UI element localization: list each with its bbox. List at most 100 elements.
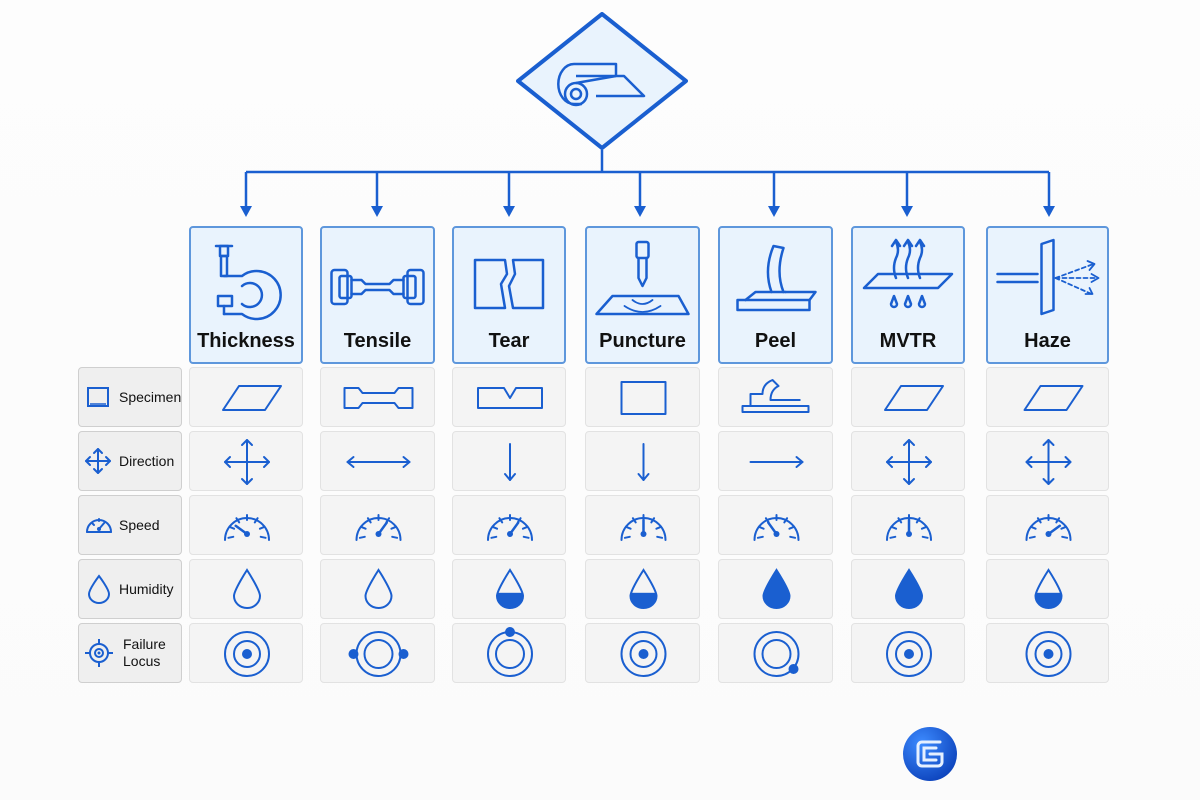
- humidity-droplet-icon: [495, 568, 525, 609]
- square-icon: [87, 387, 109, 407]
- direction-arrow-icon: [1025, 439, 1072, 485]
- cell-failure_locus-peel: [718, 623, 833, 683]
- direction-arrow-icon: [749, 456, 804, 468]
- cell-failure_locus-thickness: [189, 623, 303, 683]
- speed-gauge-icon: [224, 514, 270, 541]
- cell-specimen-tear: [452, 367, 566, 427]
- cell-direction-mvtr: [851, 431, 965, 491]
- cell-speed-thickness: [189, 495, 303, 555]
- cell-specimen-thickness: [189, 367, 303, 427]
- test-label: MVTR: [879, 330, 937, 352]
- cell-speed-tensile: [320, 495, 435, 555]
- humidity-droplet-icon: [629, 568, 658, 609]
- speed-gauge-icon: [753, 514, 800, 541]
- crosshair-target-icon: [85, 639, 113, 667]
- speed-gauge-icon: [487, 514, 533, 541]
- cell-direction-thickness: [189, 431, 303, 491]
- cell-speed-puncture: [585, 495, 700, 555]
- failure-locus-target-icon: [753, 631, 800, 677]
- test-label: Tear: [488, 330, 530, 352]
- row-header-direction: Direction: [78, 431, 182, 491]
- speed-gauge-icon: [886, 514, 932, 541]
- cell-failure_locus-tear: [452, 623, 566, 683]
- humidity-droplet-icon: [1034, 568, 1063, 609]
- specimen-shape-icon: [222, 385, 282, 411]
- test-label: Tensile: [343, 330, 412, 352]
- row-label: Direction: [119, 452, 175, 469]
- cell-speed-peel: [718, 495, 833, 555]
- connector-arrowhead: [634, 206, 646, 217]
- cell-specimen-haze: [986, 367, 1109, 427]
- row-label: Speed: [119, 516, 160, 533]
- humidity-droplet-icon: [894, 568, 924, 609]
- cell-humidity-tensile: [320, 559, 435, 619]
- connector-arrowhead: [503, 206, 515, 217]
- connector-arrowhead: [371, 206, 383, 217]
- cell-humidity-puncture: [585, 559, 700, 619]
- film-roll-icon: [516, 12, 688, 150]
- cell-specimen-tensile: [320, 367, 435, 427]
- row-label: Humidity: [119, 580, 174, 597]
- test-card-thickness: Thickness: [189, 226, 303, 364]
- failure-locus-target-icon: [620, 631, 667, 677]
- test-card-puncture: Puncture: [585, 226, 700, 364]
- cell-direction-tensile: [320, 431, 435, 491]
- test-card-mvtr: MVTR: [851, 226, 965, 364]
- cell-direction-haze: [986, 431, 1109, 491]
- cell-humidity-haze: [986, 559, 1109, 619]
- row-label: Specimen: [119, 388, 182, 405]
- cell-humidity-peel: [718, 559, 833, 619]
- row-header-speed: Speed: [78, 495, 182, 555]
- row-header-humidity: Humidity: [78, 559, 182, 619]
- peel-layer-icon: [736, 244, 817, 312]
- failure-locus-target-icon: [487, 627, 533, 677]
- specimen-shape-icon: [884, 385, 944, 411]
- direction-arrow-icon: [224, 439, 270, 485]
- four-way-arrow-icon: [85, 448, 111, 474]
- direction-arrow-icon: [346, 456, 411, 468]
- test-card-tensile: Tensile: [320, 226, 435, 364]
- humidity-droplet-icon: [364, 568, 393, 609]
- g-logo-icon: [903, 727, 957, 781]
- humidity-droplet-icon: [762, 568, 791, 609]
- speedometer-icon: [86, 518, 112, 533]
- connector-arrowhead: [1043, 206, 1055, 217]
- cell-direction-peel: [718, 431, 833, 491]
- failure-locus-target-icon: [886, 631, 932, 677]
- specimen-shape-icon: [477, 387, 543, 409]
- vapor-transmission-icon: [862, 238, 954, 309]
- test-label: Haze: [1024, 330, 1071, 352]
- row-label-line: Failure: [123, 636, 166, 652]
- cell-failure_locus-haze: [986, 623, 1109, 683]
- light-scatter-icon: [996, 238, 1100, 316]
- cell-specimen-peel: [718, 367, 833, 427]
- puncture-probe-icon: [595, 240, 690, 316]
- direction-arrow-icon: [886, 439, 932, 485]
- cell-humidity-thickness: [189, 559, 303, 619]
- specimen-shape-icon: [620, 381, 667, 415]
- cell-direction-puncture: [585, 431, 700, 491]
- connector-arrowhead: [240, 206, 252, 217]
- cell-speed-haze: [986, 495, 1109, 555]
- speed-gauge-icon: [620, 514, 667, 541]
- cell-humidity-mvtr: [851, 559, 965, 619]
- test-card-tear: Tear: [452, 226, 566, 364]
- cell-specimen-puncture: [585, 367, 700, 427]
- dogbone-specimen-icon: [330, 268, 425, 306]
- cell-failure_locus-tensile: [320, 623, 435, 683]
- cell-failure_locus-puncture: [585, 623, 700, 683]
- test-label: Puncture: [599, 330, 686, 352]
- humidity-droplet-icon: [232, 568, 262, 609]
- test-label: Peel: [754, 330, 797, 352]
- cell-humidity-tear: [452, 559, 566, 619]
- speed-gauge-icon: [355, 514, 402, 541]
- notched-tear-icon: [473, 258, 545, 310]
- direction-arrow-icon: [504, 443, 516, 481]
- failure-locus-target-icon: [1025, 631, 1072, 677]
- specimen-shape-icon: [343, 387, 414, 409]
- test-card-haze: Haze: [986, 226, 1109, 364]
- micrometer-icon: [214, 244, 282, 321]
- row-label-line: Locus: [123, 653, 161, 669]
